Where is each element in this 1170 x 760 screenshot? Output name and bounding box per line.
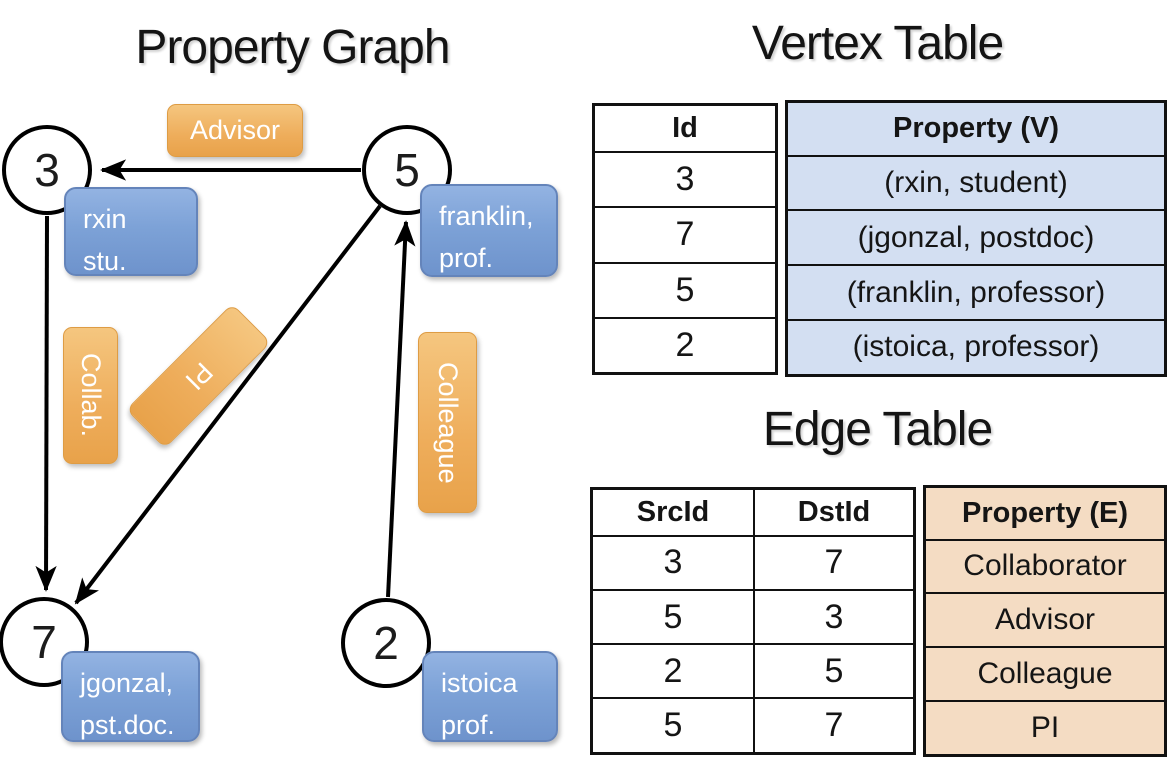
table-row: 2 5 <box>590 643 916 700</box>
vertex-property-box-rxin: rxin stu. <box>64 187 198 276</box>
src-id-cell: 5 <box>590 588 755 646</box>
vertex-property-cell: (franklin, professor) <box>785 264 1167 321</box>
node-id-label: 2 <box>373 617 399 669</box>
vertex-property-table: Property (V) (rxin, student) (jgonzal, p… <box>785 100 1167 377</box>
table-row: (rxin, student) <box>785 154 1167 212</box>
src-id-cell: 2 <box>590 643 755 700</box>
vertex-id-header-cell: Id <box>592 103 778 154</box>
vertex-table-title: Vertex Table <box>751 17 1004 70</box>
dst-id-cell: 7 <box>753 534 916 591</box>
edge-label-advisor: Advisor <box>167 104 303 157</box>
vertex-property-cell: (rxin, student) <box>785 154 1167 212</box>
table-row: (jgonzal, postdoc) <box>785 209 1167 267</box>
vertex-property-line: prof. <box>439 242 494 273</box>
table-row: 5 7 <box>590 697 916 755</box>
edge-property-cell: Colleague <box>923 646 1167 702</box>
edge-label-colleague: Colleague <box>418 332 477 513</box>
edge-table-title: Edge Table <box>762 403 993 456</box>
edge-property-cell: PI <box>923 699 1167 757</box>
graph-edges-svg <box>35 159 416 605</box>
vertex-property-line: stu. <box>83 245 127 276</box>
edge-src-dst-table: SrcId DstId 3 7 5 3 2 5 5 7 <box>590 487 916 755</box>
vertex-property-line: pst.doc. <box>80 709 175 740</box>
edge-property-cell: Advisor <box>923 592 1167 649</box>
dst-id-cell: 5 <box>753 643 916 700</box>
table-row: SrcId DstId <box>590 487 916 537</box>
vertex-property-line: prof. <box>441 709 496 740</box>
vertex-id-cell: 5 <box>592 261 778 319</box>
table-row: Id <box>592 103 778 154</box>
node-id-label: 5 <box>394 144 420 196</box>
vertex-property-cell: (istoica, professor) <box>785 318 1167 377</box>
node-id-label: 3 <box>34 144 60 196</box>
node-circle-2: 2 <box>341 598 431 688</box>
dst-id-header-cell: DstId <box>753 487 916 537</box>
table-row: Property (V) <box>785 100 1167 157</box>
edge-label-collab: Collab. <box>63 327 118 464</box>
vertex-property-box-franklin: franklin, prof. <box>420 184 558 277</box>
node-circle-5: 5 <box>362 125 452 215</box>
property-graph-title: Property Graph <box>135 21 450 74</box>
src-id-cell: 3 <box>590 534 755 591</box>
edge-property-cell: Collaborator <box>923 538 1167 595</box>
vertex-id-cell: 7 <box>592 206 778 264</box>
vertex-property-line: rxin <box>83 204 127 234</box>
vertex-property-line: jgonzal, <box>80 668 174 698</box>
vertex-id-cell: 3 <box>592 151 778 209</box>
vertex-property-box-istoica: istoica prof. <box>422 651 558 742</box>
vertex-property-box-jgonzal: jgonzal, pst.doc. <box>61 651 200 742</box>
table-row: 3 7 <box>590 534 916 591</box>
dst-id-cell: 7 <box>753 697 916 755</box>
table-row: Collaborator <box>923 538 1167 595</box>
table-row: Property (E) <box>923 485 1167 541</box>
table-row: Advisor <box>923 592 1167 649</box>
vertex-id-cell: 2 <box>592 316 778 375</box>
edge-line-colleague-2-to-5 <box>386 220 416 598</box>
table-row: (istoica, professor) <box>785 318 1167 377</box>
vertex-property-header-cell: Property (V) <box>785 100 1167 157</box>
dst-id-cell: 3 <box>753 588 916 646</box>
src-id-header-cell: SrcId <box>590 487 755 537</box>
table-row: 5 3 <box>590 588 916 646</box>
table-row: PI <box>923 699 1167 757</box>
vertex-property-cell: (jgonzal, postdoc) <box>785 209 1167 267</box>
table-row: Colleague <box>923 646 1167 702</box>
edge-property-table: Property (E) Collaborator Advisor Collea… <box>923 485 1167 757</box>
edge-line-pi-5-to-7 <box>74 204 382 605</box>
table-row: 2 <box>592 316 778 375</box>
table-row: (franklin, professor) <box>785 264 1167 321</box>
vertex-property-line: franklin, <box>439 201 534 231</box>
edge-property-header-cell: Property (E) <box>923 485 1167 541</box>
vertex-property-line: istoica <box>441 668 518 698</box>
table-row: 3 <box>592 151 778 209</box>
src-id-cell: 5 <box>590 697 755 755</box>
node-id-label: 7 <box>31 616 57 668</box>
edge-line-collaborator-3-to-7 <box>35 215 57 592</box>
table-row: 7 <box>592 206 778 264</box>
table-row: 5 <box>592 261 778 319</box>
vertex-id-table: Id 3 7 5 2 <box>592 103 778 375</box>
